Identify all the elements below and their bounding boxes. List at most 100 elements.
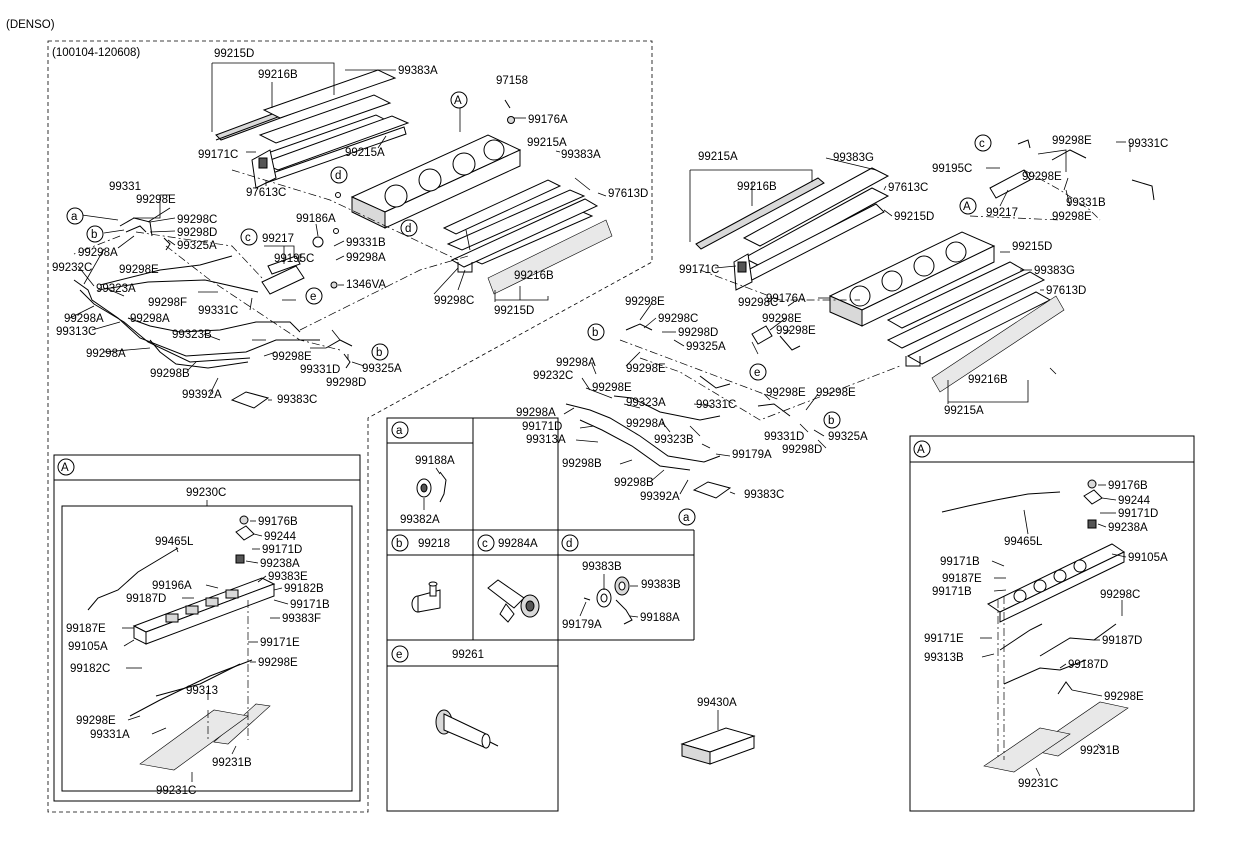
part-label: 99105A — [1128, 552, 1168, 564]
part-label: 99186A — [296, 213, 336, 225]
part-label: 99187D — [126, 593, 166, 605]
part-label: 99298A — [130, 313, 170, 325]
part-label: 99179A — [562, 619, 602, 631]
part-label: 99216B — [968, 374, 1008, 386]
part-label: 99176B — [258, 516, 298, 528]
callout-marker: A — [454, 95, 462, 107]
date-range-boundary — [47, 40, 653, 813]
part-label: 99238A — [1108, 522, 1148, 534]
part-label: 97158 — [496, 75, 528, 87]
right-labels: 99215A 99216B 99383G 97613C 99215D 99171… — [516, 135, 1168, 503]
part-label: 99216B — [514, 270, 554, 282]
part-label: 99188A — [640, 612, 680, 624]
left-assembly — [73, 69, 613, 409]
part-label: 99313A — [526, 434, 566, 446]
cell-marker: e — [396, 649, 402, 661]
part-label: 99298B — [614, 477, 654, 489]
part-label: 99331C — [198, 305, 238, 317]
part-label: 99298E — [592, 382, 632, 394]
detail-marker: A — [61, 462, 69, 474]
callout-marker: b — [592, 327, 598, 339]
part-label: 99188A — [415, 455, 455, 467]
part-label: 99171D — [1118, 508, 1158, 520]
part-label: 99298E — [1052, 135, 1092, 147]
part-label: 99244 — [1118, 495, 1151, 507]
part-label: 99244 — [264, 531, 297, 543]
part-label: 99298A — [346, 252, 386, 264]
part-label: 99382A — [400, 514, 440, 526]
part-label: 99195C — [932, 163, 972, 175]
part-label: 99298E — [272, 351, 312, 363]
part-label: 99331 — [109, 181, 141, 193]
part-label: 99298D — [678, 327, 718, 339]
callout-marker: d — [405, 223, 411, 235]
part-label: 99187E — [66, 623, 106, 635]
part-label: 99171E — [924, 633, 964, 645]
assembly-label: 99230C — [186, 487, 226, 499]
part-label: 99231B — [1080, 745, 1120, 757]
detail-a-left-labels: 99176B 99244 99171D 99238A 99465L 99383E… — [66, 516, 330, 797]
left-leaders — [69, 62, 607, 401]
part-label: 99216B — [737, 181, 777, 193]
part-label: 99231C — [156, 785, 196, 797]
right-leaders — [563, 141, 1131, 495]
part-label: 99383E — [268, 571, 308, 583]
part-label: 99323A — [626, 397, 666, 409]
part-label: 99331B — [346, 237, 386, 249]
part-label: 99392A — [640, 491, 680, 503]
part-label: 99217 — [262, 233, 294, 245]
part-label: 99298D — [177, 227, 217, 239]
part-label: 99298E — [258, 657, 298, 669]
part-label: 99196A — [152, 580, 192, 592]
detail-a-left: A 99230C — [53, 454, 361, 802]
part-label: 99298A — [86, 348, 126, 360]
part-label: 99331D — [764, 431, 804, 443]
callout-marker: c — [245, 232, 251, 244]
maker-label: (DENSO) — [6, 19, 55, 31]
part-label: 1346VA — [346, 279, 386, 291]
part-label: 99383C — [744, 489, 784, 501]
part-label: 99298E — [76, 715, 116, 727]
part-label: 99218 — [418, 538, 450, 550]
part-label: 99383A — [398, 65, 438, 77]
part-label: 99298E — [766, 387, 806, 399]
part-label: 99323B — [654, 434, 694, 446]
part-label: 99171B — [290, 599, 330, 611]
callout-marker: c — [979, 138, 985, 150]
part-label: 99187D — [1102, 635, 1142, 647]
callout-marker: b — [828, 415, 834, 427]
part-label: 99323B — [172, 329, 212, 341]
part-label: 99325A — [828, 431, 868, 443]
callout-marker: e — [310, 291, 316, 303]
part-label: 99298E — [1022, 171, 1062, 183]
part-label: 99383A — [561, 149, 601, 161]
control-module: 99430A — [680, 697, 756, 765]
part-label: 99313 — [186, 685, 218, 697]
part-label: 99215D — [214, 48, 254, 60]
parts-table: a 99188A 99382A b 99218 c 99284A d 99383… — [386, 417, 695, 812]
part-label: 99171B — [932, 586, 972, 598]
part-label: 99383F — [282, 613, 321, 625]
part-label: 99331C — [696, 399, 736, 411]
part-label: 99215A — [698, 151, 738, 163]
part-label: 99215D — [1012, 241, 1052, 253]
part-label: 97613D — [1046, 285, 1086, 297]
part-label: 99217 — [986, 207, 1018, 219]
left-callouts: A a b c d d e b — [66, 91, 468, 361]
part-label: 97613C — [246, 187, 286, 199]
part-label: 99298C — [738, 297, 778, 309]
part-label: 99216B — [258, 69, 298, 81]
part-label: 99176B — [1108, 480, 1148, 492]
part-label: 99298D — [326, 377, 366, 389]
date-range-label: (100104-120608) — [52, 47, 140, 59]
part-label: 99331A — [90, 729, 130, 741]
part-label: 99298B — [150, 368, 190, 380]
part-label: 99182B — [284, 583, 324, 595]
part-label: 99383G — [1034, 265, 1075, 277]
right-assembly — [565, 139, 1155, 499]
part-label: 99298E — [1052, 211, 1092, 223]
part-label: 99298A — [516, 407, 556, 419]
part-label: 99171E — [260, 637, 300, 649]
part-label: 99176A — [528, 114, 568, 126]
